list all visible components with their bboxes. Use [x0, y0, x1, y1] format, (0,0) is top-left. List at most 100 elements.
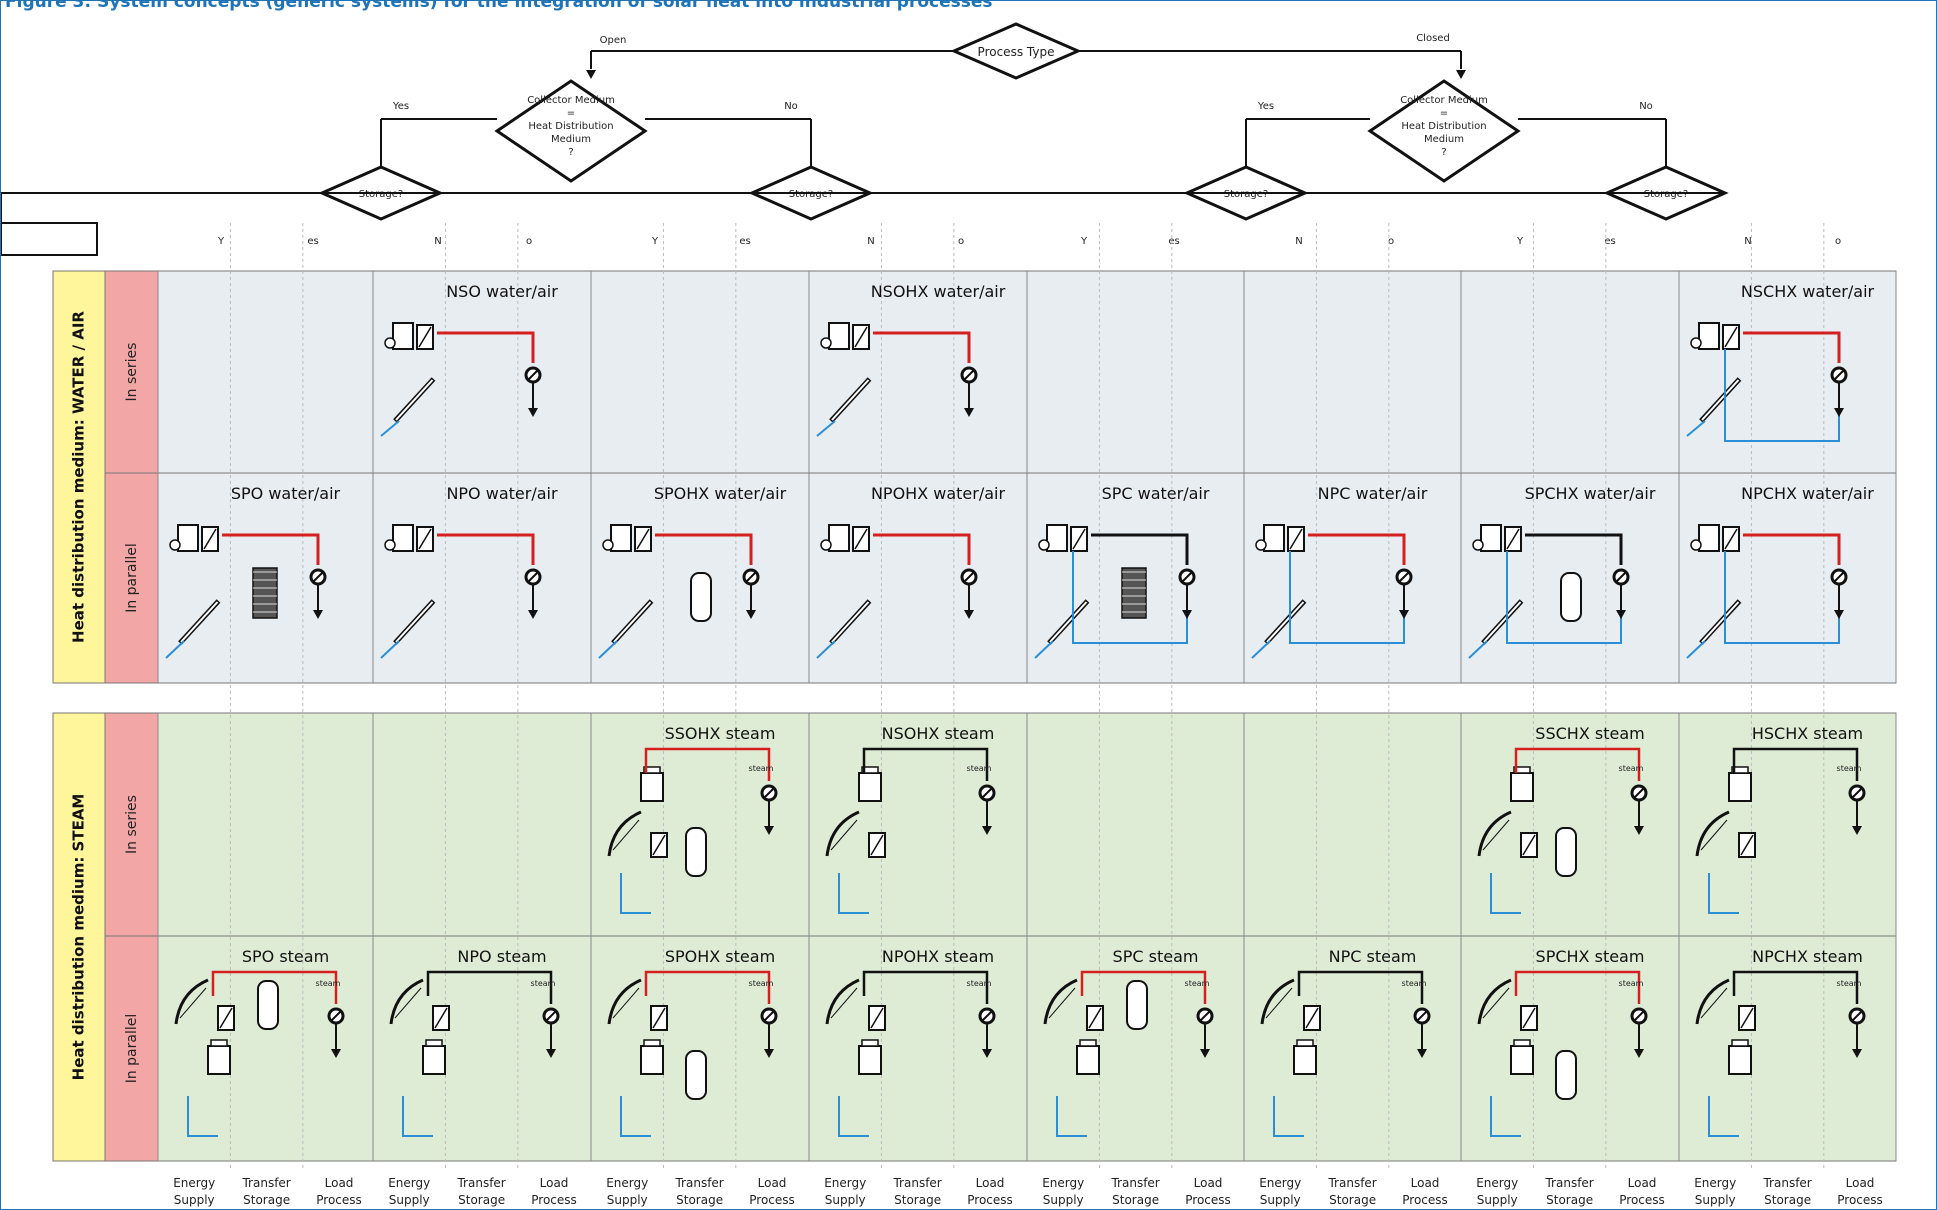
- boiler-icon: [644, 1040, 660, 1046]
- process-type-label: Process Type: [978, 45, 1055, 59]
- footer-label-bottom: Storage: [676, 1193, 723, 1207]
- footer-label-bottom: Storage: [1329, 1193, 1376, 1207]
- section-background: [53, 271, 1896, 683]
- footer-label-top: Transfer: [241, 1176, 290, 1190]
- cell-title: NPCHX steam: [1752, 947, 1863, 966]
- footer-label-top: Energy: [388, 1176, 430, 1190]
- section-background: [53, 713, 1896, 1161]
- boiler-icon: [1514, 1040, 1530, 1046]
- footer-label-top: Transfer: [1544, 1176, 1593, 1190]
- yes-label: Yes: [392, 101, 409, 112]
- cell-title: NSO water/air: [446, 282, 558, 301]
- cell-title: NPC water/air: [1318, 484, 1428, 503]
- footer-label-top: Energy: [1042, 1176, 1084, 1190]
- pump-icon: [170, 540, 180, 550]
- footer-label-bottom: Supply: [174, 1193, 215, 1207]
- steam-label: steam: [1619, 979, 1644, 988]
- leaf-no-label: No: [1744, 236, 1841, 247]
- storage-label: Storage?: [1644, 189, 1688, 200]
- steam-label: steam: [967, 764, 992, 773]
- pump-icon: [1691, 338, 1701, 348]
- closed-arrow-icon: [1456, 70, 1466, 79]
- collector-medium-label: Heat Distribution: [528, 121, 613, 132]
- cell-title: NPCHX water/air: [1741, 484, 1874, 503]
- collector-medium-label: Collector Medium: [527, 95, 615, 106]
- pump-icon: [821, 338, 831, 348]
- footer-label-bottom: Supply: [607, 1193, 648, 1207]
- collector-medium-label: ?: [1441, 147, 1446, 158]
- footer-label-top: Load: [540, 1176, 569, 1190]
- storage-tank-icon: [686, 1051, 706, 1099]
- row-label: In parallel: [124, 1014, 140, 1084]
- leaf-no-label: No: [1295, 236, 1394, 247]
- footer-label-bottom: Supply: [1260, 1193, 1301, 1207]
- backup-heater-icon: [1481, 525, 1501, 551]
- collector-medium-label: Medium: [1424, 134, 1464, 145]
- collector-medium-label: Collector Medium: [1400, 95, 1488, 106]
- boiler-icon: [208, 1046, 230, 1074]
- footer-label-top: Load: [325, 1176, 354, 1190]
- footer-label-bottom: Supply: [825, 1193, 866, 1207]
- boiler-icon: [423, 1046, 445, 1074]
- footer-label-bottom: Storage: [1764, 1193, 1811, 1207]
- backup-heater-icon: [1699, 525, 1719, 551]
- boiler-icon: [1080, 1040, 1096, 1046]
- backup-heater-icon: [829, 525, 849, 551]
- footer-label-top: Energy: [1259, 1176, 1301, 1190]
- footer-label-bottom: Process: [1619, 1193, 1665, 1207]
- section-label: Heat distribution medium: STEAM: [70, 794, 88, 1081]
- cell-title: SPO steam: [242, 947, 329, 966]
- leaf-no-box: [1, 223, 97, 255]
- storage-tank-icon: [258, 981, 278, 1029]
- footer-label-top: Load: [758, 1176, 787, 1190]
- footer-label-bottom: Supply: [1477, 1193, 1518, 1207]
- boiler-icon: [1297, 1040, 1313, 1046]
- footer-label-top: Transfer: [674, 1176, 723, 1190]
- footer-label-top: Transfer: [1327, 1176, 1376, 1190]
- storage-label: Storage?: [1224, 189, 1268, 200]
- boiler-icon: [1729, 1046, 1751, 1074]
- footer-label-top: Load: [1846, 1176, 1875, 1190]
- pump-icon: [1691, 540, 1701, 550]
- footer-label-bottom: Storage: [458, 1193, 505, 1207]
- storage-tank-icon: [1561, 573, 1581, 621]
- cell-title: SPOHX steam: [665, 947, 775, 966]
- boiler-icon: [1511, 1046, 1533, 1074]
- storage-tank-icon: [1127, 981, 1147, 1029]
- pump-icon: [1039, 540, 1049, 550]
- backup-heater-icon: [1047, 525, 1067, 551]
- storage-label: Storage?: [789, 189, 833, 200]
- footer-label-top: Load: [1411, 1176, 1440, 1190]
- no-label: No: [1639, 101, 1653, 112]
- steam-label: steam: [1837, 764, 1862, 773]
- footer-label-top: Energy: [173, 1176, 215, 1190]
- boiler-icon: [641, 1046, 663, 1074]
- pump-icon: [385, 540, 395, 550]
- footer-label-top: Energy: [824, 1176, 866, 1190]
- packed-bed-storage-icon: [1122, 568, 1146, 618]
- steam-label: steam: [316, 979, 341, 988]
- closed-label: Closed: [1416, 33, 1450, 44]
- collector-medium-label: ?: [568, 147, 573, 158]
- leaf-yes-label: Yes: [217, 236, 319, 247]
- footer-label-bottom: Storage: [243, 1193, 290, 1207]
- storage-tank-icon: [1556, 1051, 1576, 1099]
- cell-title: SPO water/air: [231, 484, 341, 503]
- boiler-icon: [641, 773, 663, 801]
- steam-label: steam: [967, 979, 992, 988]
- footer-label-top: Energy: [1694, 1176, 1736, 1190]
- backup-heater-icon: [1699, 323, 1719, 349]
- backup-heater-icon: [393, 525, 413, 551]
- no-label: No: [784, 101, 798, 112]
- boiler-icon: [426, 1040, 442, 1046]
- steam-label: steam: [1185, 979, 1210, 988]
- footer-label-bottom: Process: [1185, 1193, 1231, 1207]
- boiler-icon: [1511, 773, 1533, 801]
- collector-medium-label: Heat Distribution: [1401, 121, 1486, 132]
- boiler-icon: [1729, 773, 1751, 801]
- pump-icon: [821, 540, 831, 550]
- section-label: Heat distribution medium: WATER / AIR: [70, 311, 88, 643]
- storage-tank-icon: [691, 573, 711, 621]
- footer-label-top: Load: [1194, 1176, 1223, 1190]
